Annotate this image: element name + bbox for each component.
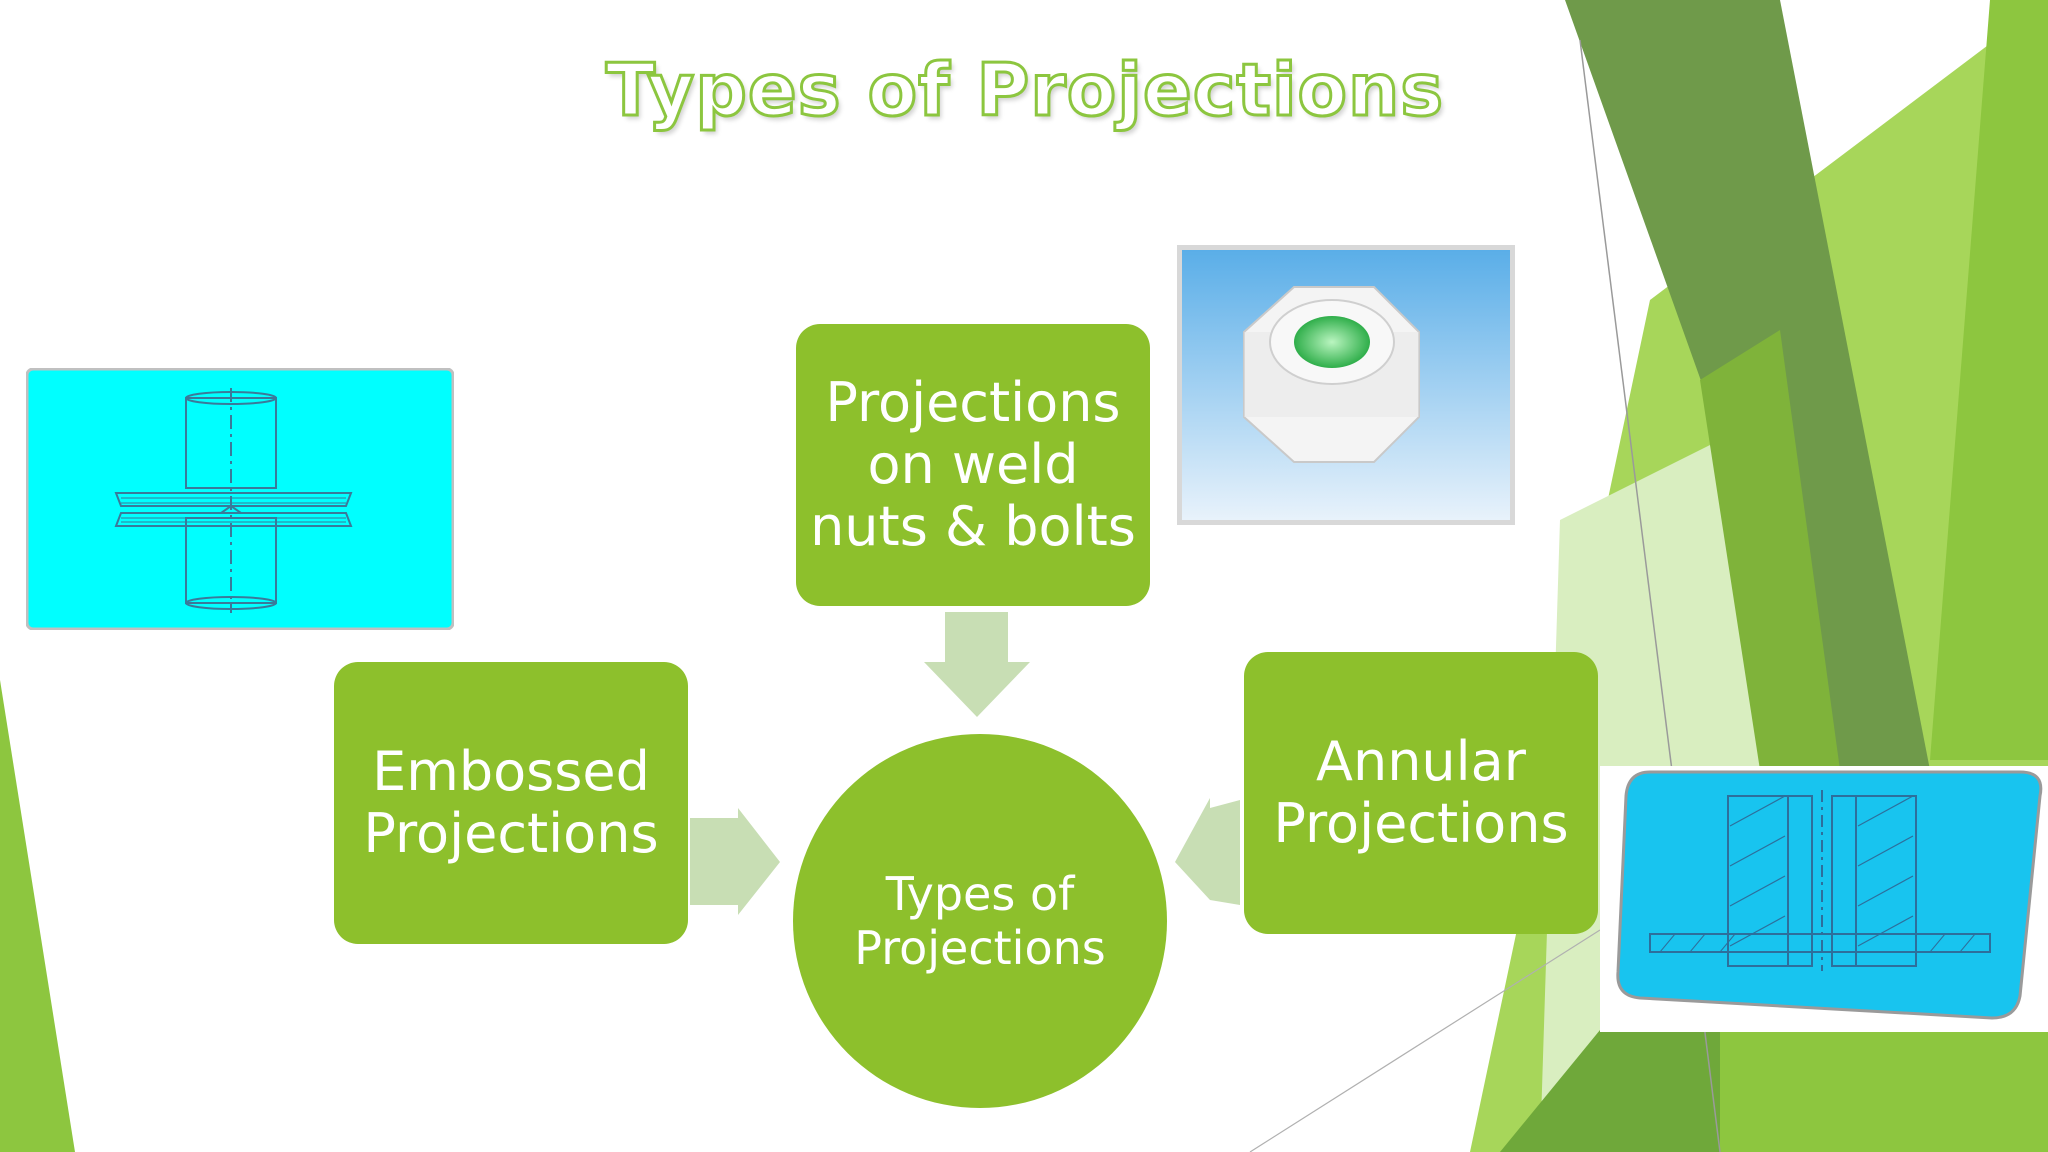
right-bottom-green-panel — [1500, 1030, 1720, 1152]
thin-line-2 — [1249, 929, 1601, 1152]
node-weld-nuts-bolts-label: Projections on weld nuts & bolts — [810, 371, 1136, 558]
slide-title: Types of Projections — [604, 47, 1445, 134]
arrow-right — [690, 808, 780, 915]
center-circle: Types of Projections — [793, 734, 1167, 1108]
node-embossed-projections-label: Embossed Projections — [363, 740, 659, 865]
right-top-green-panel — [1930, 0, 2048, 760]
node-embossed-projections: Embossed Projections — [334, 662, 688, 944]
node-weld-nuts-bolts: Projections on weld nuts & bolts — [796, 324, 1150, 606]
weld-cross-section-image — [26, 368, 454, 630]
annular-projection-image — [1600, 766, 2048, 1032]
arrow-left — [1175, 798, 1240, 905]
node-annular-projections-label: Annular Projections — [1273, 730, 1569, 855]
right-bottom-olive-panel — [1720, 1030, 2048, 1152]
center-circle-label: Types of Projections — [854, 867, 1106, 975]
arrow-down — [924, 612, 1030, 717]
node-annular-projections: Annular Projections — [1244, 652, 1598, 934]
left-green-strip — [0, 680, 75, 1152]
right-mid-green-panel — [1700, 330, 1840, 770]
weld-nut-image — [1177, 245, 1515, 525]
